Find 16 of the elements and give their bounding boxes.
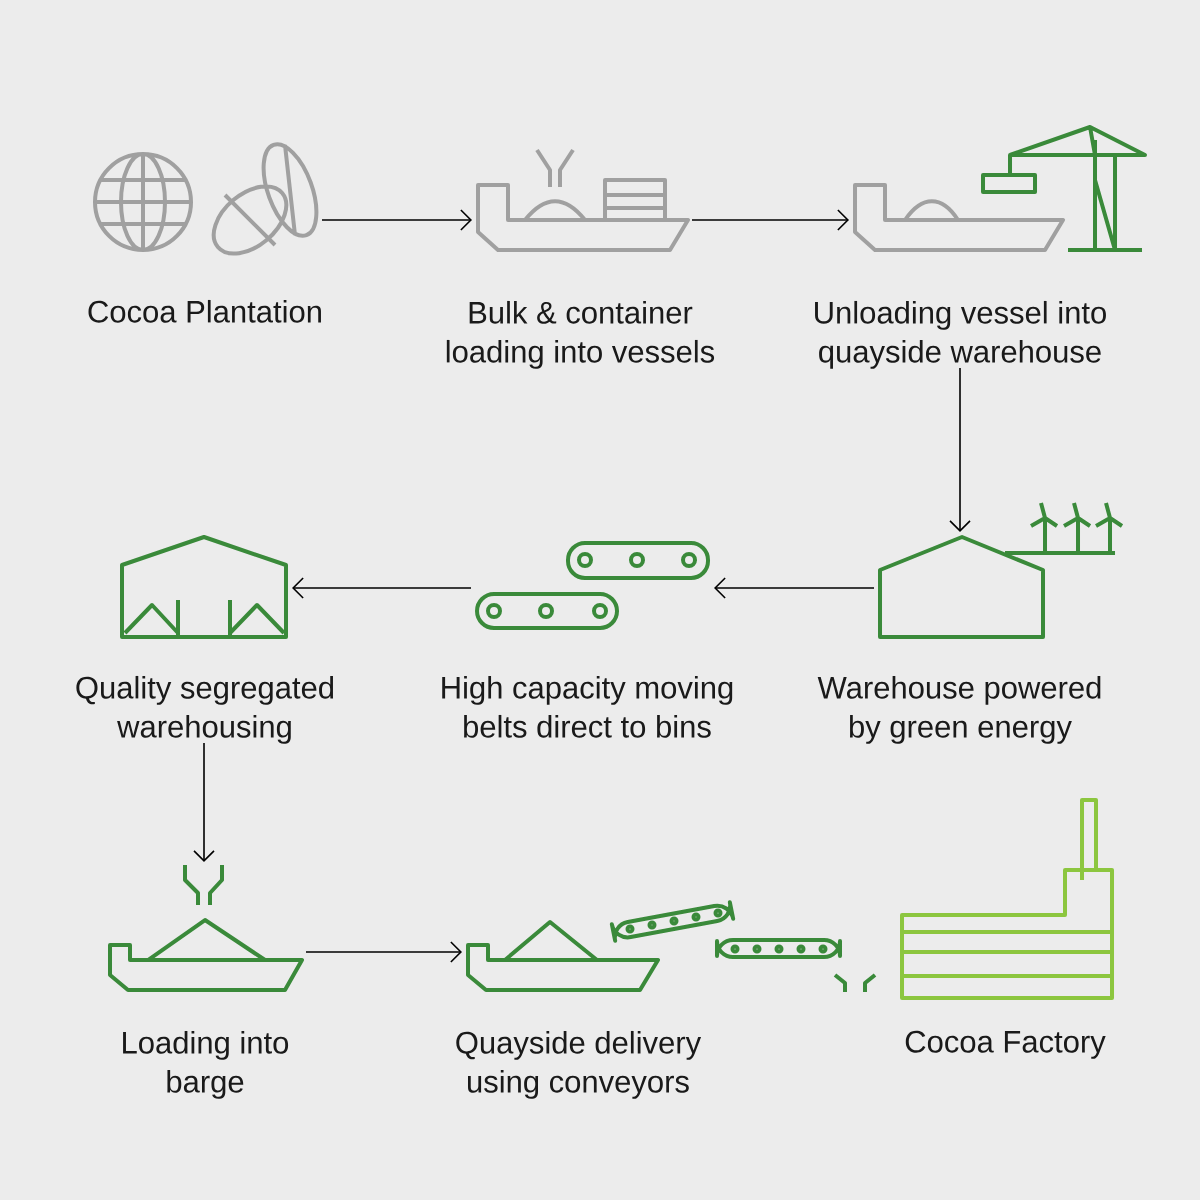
arrow	[691, 209, 849, 231]
step-label: Warehouse powered by green energy	[817, 675, 1101, 744]
arrow	[292, 577, 472, 599]
step-label: Quality segregated warehousing	[76, 675, 334, 744]
arrow	[949, 367, 971, 532]
step-label: Bulk & container loading into vessels	[446, 300, 715, 369]
step-label: Cocoa Factory	[905, 1030, 1106, 1059]
arrow	[714, 577, 875, 599]
arrow	[305, 941, 462, 963]
arrow	[321, 209, 472, 231]
step-label: High capacity moving belts direct to bins	[442, 675, 733, 738]
step-label: Loading into barge	[123, 1030, 289, 1099]
step-label: Cocoa Plantation	[88, 299, 321, 323]
step-label: Quayside delivery using conveyors	[456, 1030, 702, 1099]
arrow	[193, 742, 215, 862]
step-label: Unloading vessel into quayside warehouse	[815, 300, 1106, 369]
